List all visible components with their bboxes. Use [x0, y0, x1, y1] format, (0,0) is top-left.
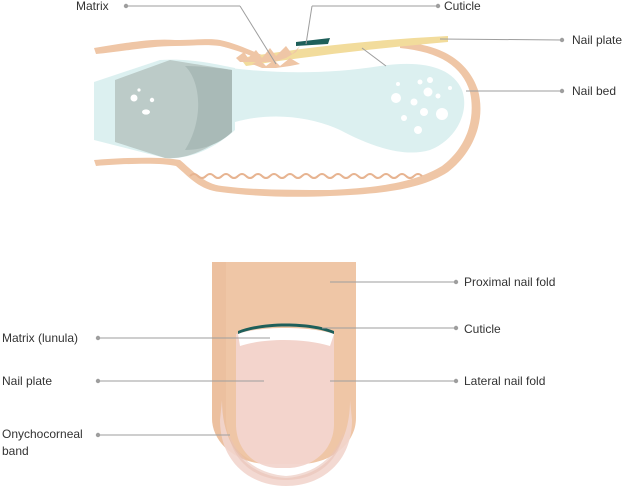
nail-bed — [230, 63, 465, 153]
eponychium — [236, 46, 300, 62]
leader-dot-matrix-lunula — [95, 335, 101, 341]
label-cuticle: Cuticle — [444, 0, 481, 13]
lateral-fold-shade — [212, 262, 256, 462]
label-front-nail-plate: Nail plate — [2, 374, 52, 388]
leader-dot-nail-bed — [559, 88, 565, 94]
leader-dot-onychocorneal — [95, 432, 101, 438]
side-leaders — [126, 5, 563, 92]
leader-dot-cuticle — [435, 3, 441, 9]
label-lateral-nail-fold: Lateral nail fold — [464, 374, 545, 388]
matrix-germinal-dark — [185, 66, 232, 150]
front-leaders — [98, 281, 456, 436]
side-leader-dots — [123, 3, 565, 94]
side-view: Matrix Cuticle Nail plate Nail bed — [76, 0, 622, 197]
matrix-cells — [130, 88, 155, 115]
front-leader-dots — [95, 279, 459, 438]
label-nail-plate: Nail plate — [572, 33, 622, 47]
label-matrix: Matrix — [76, 0, 109, 13]
finger-nail-plate — [236, 328, 334, 468]
leader-dot-nail-plate — [559, 37, 565, 43]
label-proximal-nail-fold: Proximal nail fold — [464, 275, 555, 289]
label-nail-bed: Nail bed — [572, 84, 616, 98]
leader-dot-matrix — [123, 3, 129, 9]
leader-nail-plate — [439, 38, 563, 41]
skin-texture — [189, 173, 423, 179]
eponychium-lower — [252, 58, 300, 68]
label-onychocorneal-line2: band — [2, 444, 29, 458]
finger-outline — [94, 42, 481, 197]
leader-cuticle-down — [305, 5, 313, 45]
front-cuticle — [238, 323, 334, 334]
label-matrix-lunula: Matrix (lunula) — [2, 331, 78, 345]
nail-plate — [240, 36, 448, 66]
front-view: Proximal nail fold Matrix (lunula) Cutic… — [2, 262, 555, 486]
leader-nail-bed-inner — [361, 47, 387, 67]
cuticle — [296, 38, 330, 46]
label-onychocorneal-line1: Onychocorneal — [2, 427, 83, 441]
nail-bed-cells — [391, 77, 452, 134]
label-front-cuticle: Cuticle — [464, 322, 501, 336]
leader-dot-proximal-fold — [453, 279, 459, 285]
leader-dot-lateral-fold — [453, 378, 459, 384]
leader-matrix-diag — [239, 5, 277, 65]
leader-dot-front-cuticle — [453, 325, 459, 331]
leader-dot-front-nail-plate — [95, 378, 101, 384]
lunula — [238, 328, 334, 346]
upper-skin-fold — [94, 39, 272, 62]
